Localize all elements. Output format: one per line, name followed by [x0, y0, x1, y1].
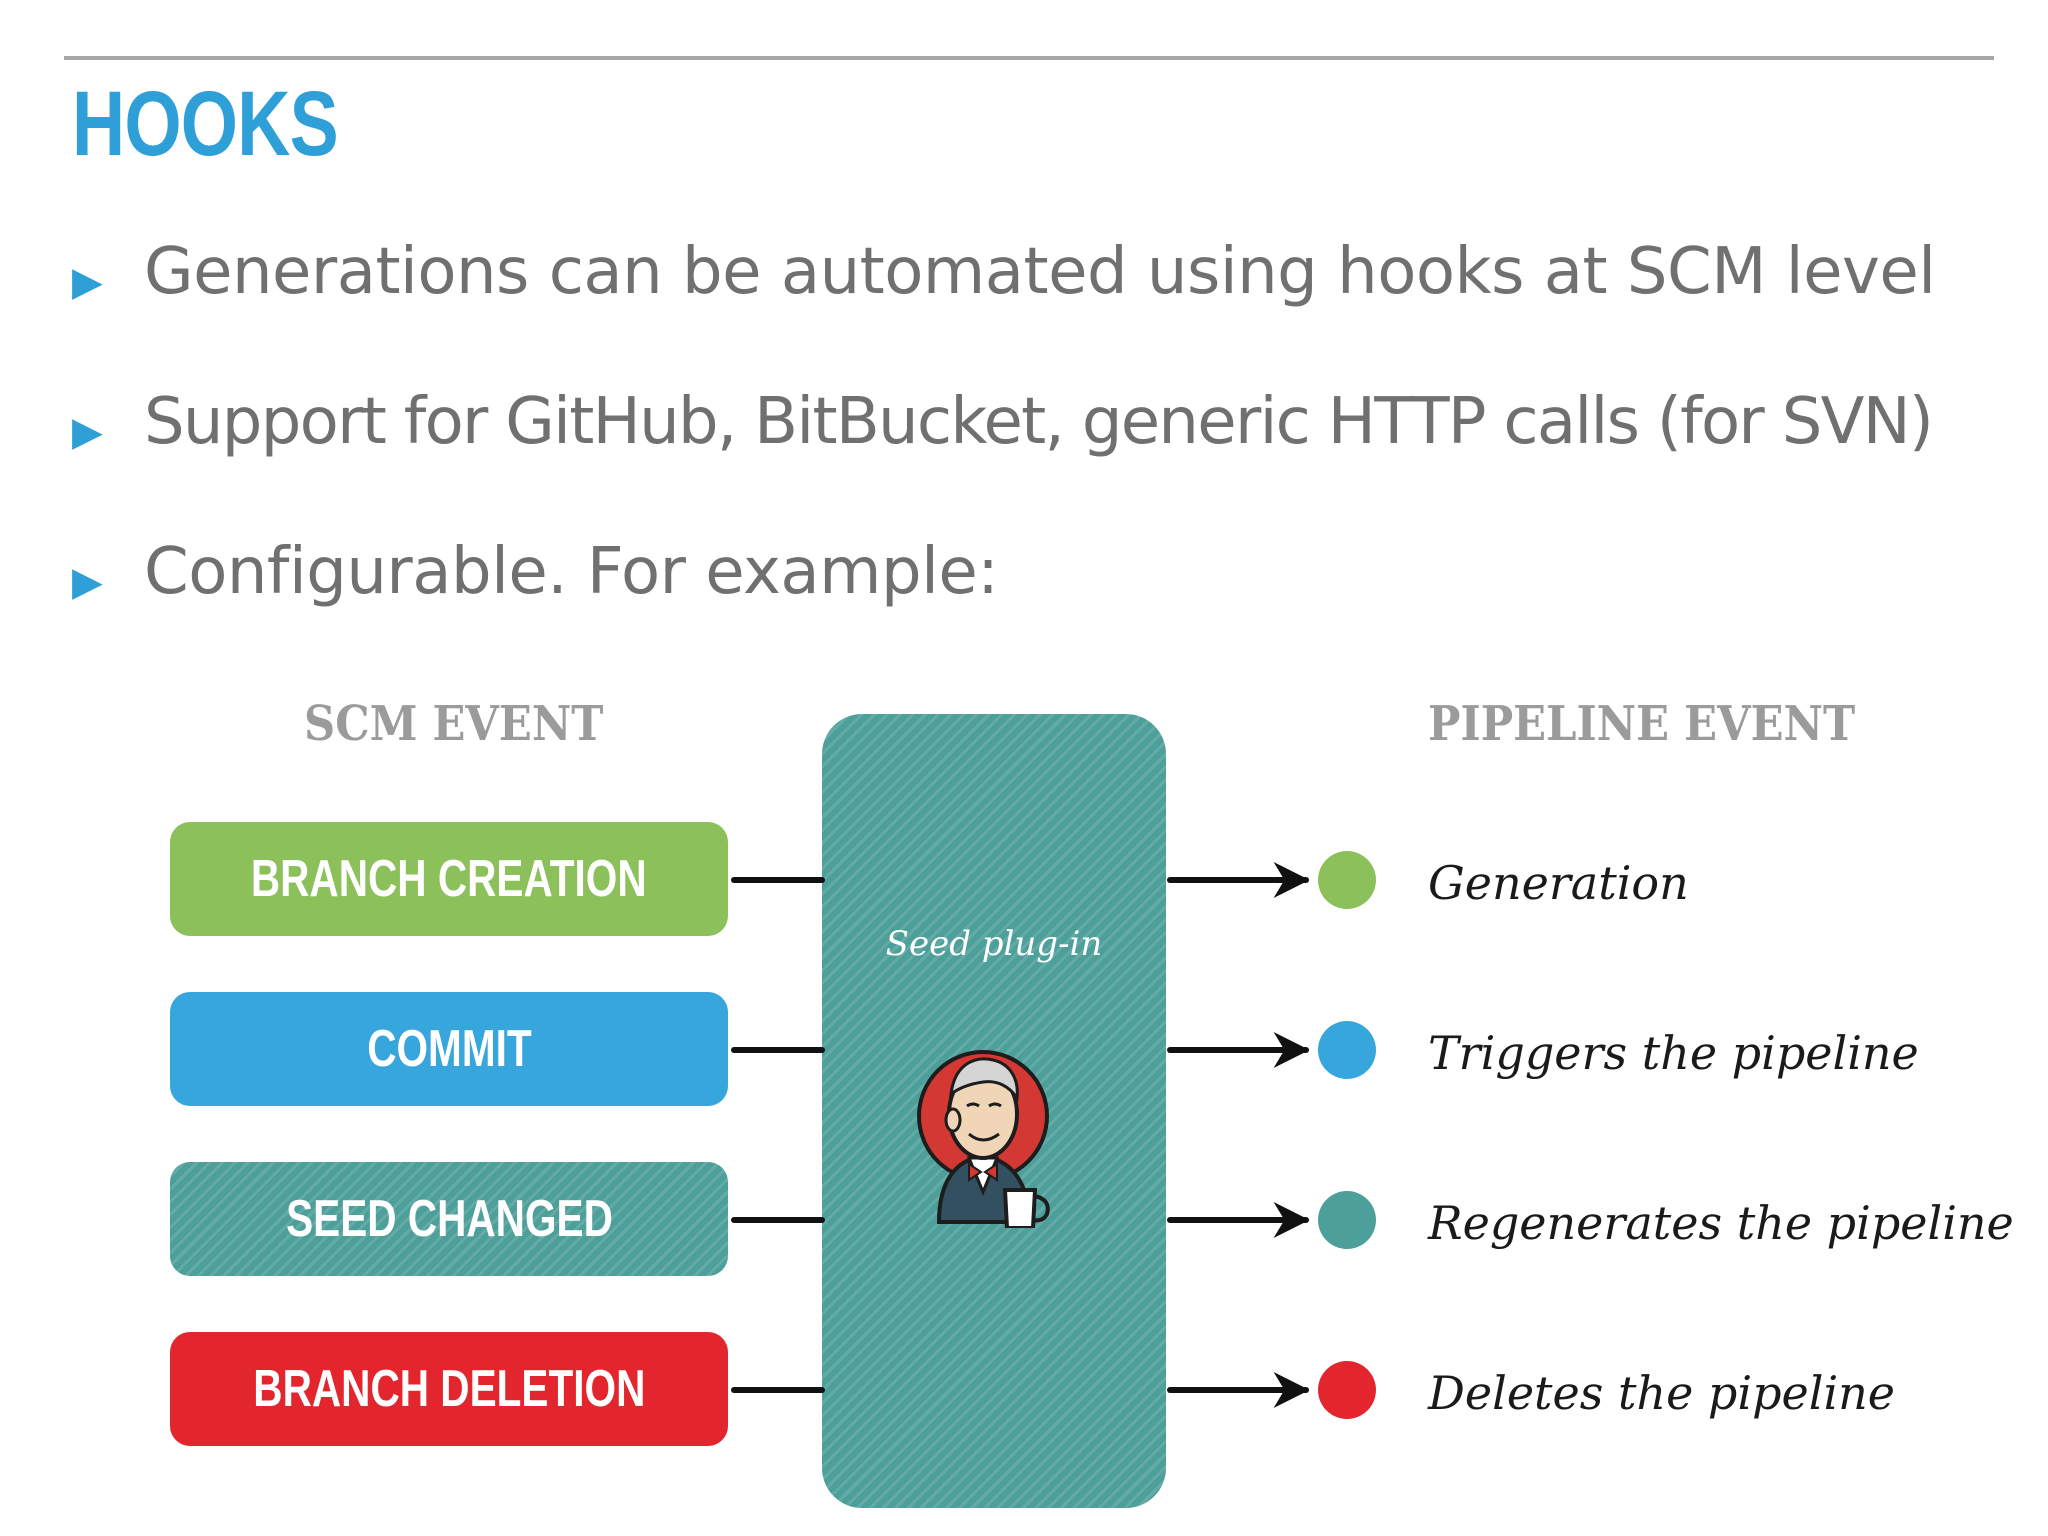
triangle-bullet-icon: ▶	[72, 259, 103, 305]
bullet-text: Configurable. For example:	[144, 535, 999, 609]
status-dot-blue	[1318, 1021, 1376, 1079]
scm-event-label: SEED CHANGED	[285, 1190, 613, 1248]
scm-event-label: BRANCH CREATION	[251, 850, 647, 908]
slide-title: HOOKS	[72, 73, 339, 175]
bullet-item: ▶ Support for GitHub, BitBucket, generic…	[72, 388, 2012, 538]
scm-event-branch-creation: BRANCH CREATION	[170, 822, 728, 936]
triangle-bullet-icon: ▶	[72, 559, 103, 605]
pipeline-event-heading: PIPELINE EVENT	[1428, 696, 1856, 752]
scm-event-branch-deletion: BRANCH DELETION	[170, 1332, 728, 1446]
bullet-item: ▶ Configurable. For example:	[72, 538, 2012, 688]
pipeline-event-triggers: Triggers the pipeline	[1428, 1026, 1919, 1080]
bullet-text: Support for GitHub, BitBucket, generic H…	[144, 385, 1934, 459]
seed-plugin-panel: Seed plug-in	[822, 714, 1166, 1508]
status-dot-teal	[1318, 1191, 1376, 1249]
triangle-bullet-icon: ▶	[72, 409, 103, 455]
scm-event-seed-changed: SEED CHANGED	[170, 1162, 728, 1276]
top-rule	[64, 56, 1994, 60]
pipeline-event-regenerates: Regenerates the pipeline	[1428, 1196, 2014, 1250]
scm-event-commit: COMMIT	[170, 992, 728, 1106]
status-dot-green	[1318, 851, 1376, 909]
status-dot-red	[1318, 1361, 1376, 1419]
pipeline-event-generation: Generation	[1428, 856, 1689, 910]
bullet-list: ▶ Generations can be automated using hoo…	[72, 238, 2012, 688]
scm-event-label: BRANCH DELETION	[252, 1360, 646, 1418]
pipeline-event-deletes: Deletes the pipeline	[1428, 1366, 1896, 1420]
scm-event-heading: SCM EVENT	[304, 696, 604, 752]
seed-plugin-label: Seed plug-in	[885, 924, 1103, 964]
jenkins-butler-icon	[917, 1050, 1050, 1228]
scm-event-label: COMMIT	[366, 1020, 532, 1078]
bullet-text: Generations can be automated using hooks…	[144, 235, 1936, 309]
bullet-item: ▶ Generations can be automated using hoo…	[72, 238, 2012, 388]
